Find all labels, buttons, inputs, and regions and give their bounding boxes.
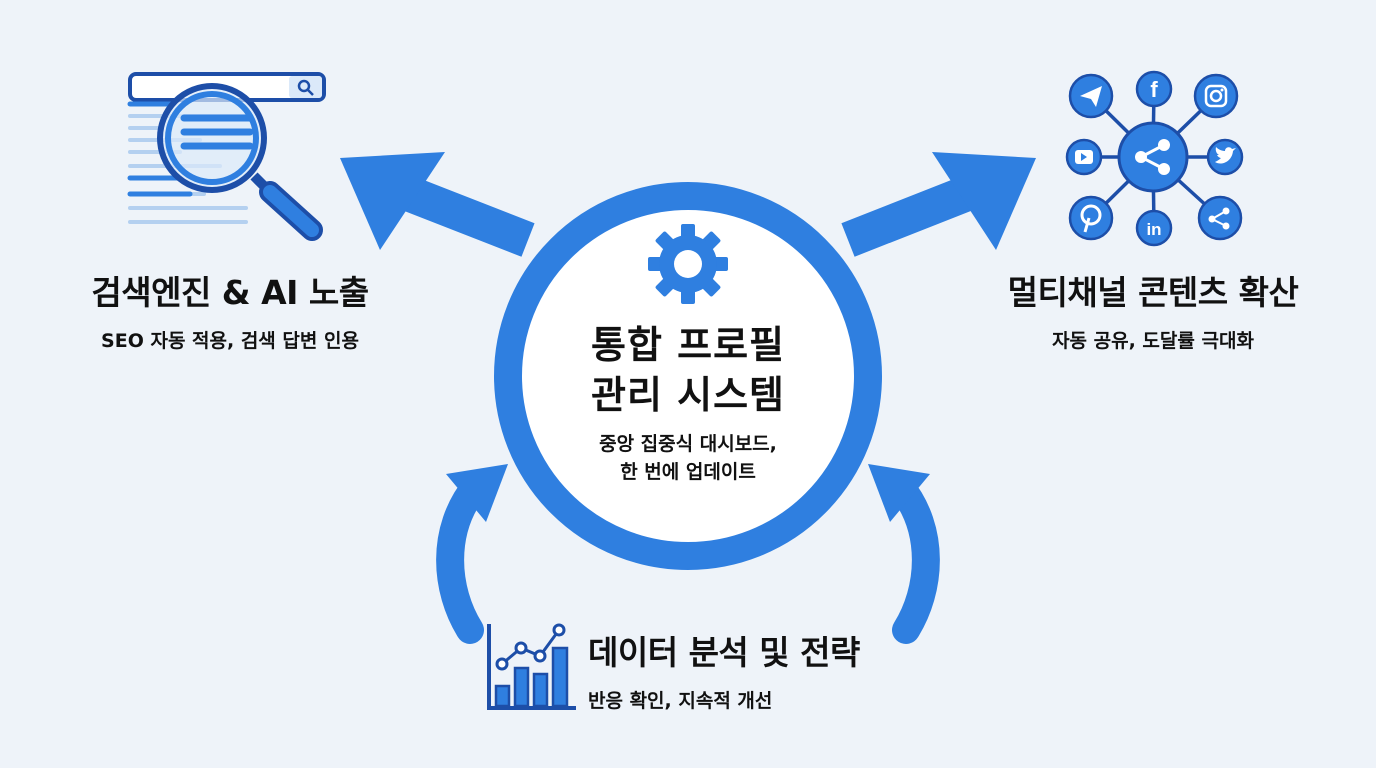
analytics-node-subtitle: 반응 확인, 지속적 개선 [588, 690, 773, 712]
multichannel-node: 멀티채널 콘텐츠 확산 자동 공유, 도달률 극대화 [960, 266, 1346, 353]
center-subtitle-line1: 중앙 집중식 대시보드, [599, 433, 777, 455]
search-magnifier-icon [127, 72, 326, 241]
arrow-from-analytics-right [868, 464, 940, 644]
search-node-title: 검색엔진 & AI 노출 [91, 273, 369, 312]
arrow-to-multichannel [841, 152, 1036, 257]
share-icon [1197, 195, 1243, 241]
linkedin-icon: in [1135, 209, 1173, 247]
search-node-subtitle: SEO 자동 적용, 검색 답변 인용 [101, 330, 359, 352]
arrow-to-search [340, 152, 535, 257]
search-node: 검색엔진 & AI 노출 SEO 자동 적용, 검색 답변 인용 [40, 266, 420, 353]
twitter-icon [1206, 138, 1244, 176]
svg-text:f: f [1150, 77, 1158, 102]
telegram-icon [1068, 73, 1114, 119]
center-hub [494, 182, 882, 570]
center-subtitle-line2: 한 번에 업데이트 [620, 461, 756, 483]
instagram-icon [1193, 73, 1239, 119]
analytics-node-title: 데이터 분석 및 전략 [588, 633, 860, 672]
youtube-icon [1065, 138, 1103, 176]
arrow-from-analytics-left [436, 464, 508, 644]
center-title-line2: 관리 시스템 [590, 373, 786, 417]
gear-icon [648, 224, 728, 304]
facebook-icon: f [1135, 70, 1173, 108]
analytics-node: 데이터 분석 및 전략 반응 확인, 지속적 개선 [588, 626, 860, 713]
svg-text:in: in [1146, 220, 1161, 239]
pinterest-icon [1068, 195, 1114, 241]
center-text: 통합 프로필 관리 시스템 중앙 집중식 대시보드, 한 번에 업데이트 [558, 320, 818, 486]
bar-chart-icon [487, 623, 576, 710]
multichannel-node-title: 멀티채널 콘텐츠 확산 [1007, 273, 1299, 312]
multichannel-node-subtitle: 자동 공유, 도달률 극대화 [1052, 330, 1254, 352]
center-title-line1: 통합 프로필 [590, 323, 786, 367]
share-network-icon: f in [1065, 70, 1244, 247]
